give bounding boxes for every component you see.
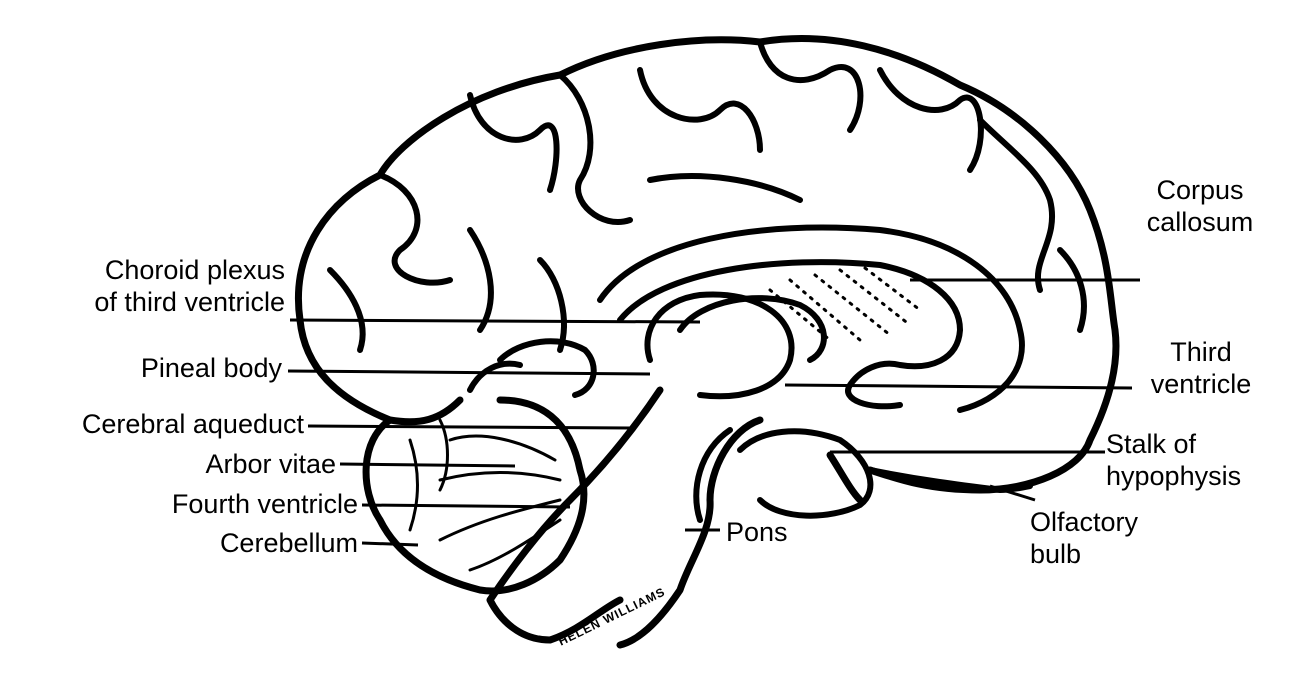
gyrus-fold — [467, 92, 560, 193]
label-arbor-vitae: Arbor vitae — [90, 448, 336, 480]
arbor-vitae-branch — [468, 518, 562, 572]
label-pineal-body: Pineal body — [60, 352, 282, 384]
arbor-vitae-branch — [438, 471, 562, 482]
leader-arbor — [339, 462, 516, 468]
leader-olfactory — [989, 484, 1036, 502]
label-line: Cerebral aqueduct — [81, 409, 304, 439]
label-line: Stalk of — [1106, 429, 1197, 459]
label-line: hypophysis — [1106, 461, 1242, 491]
cerebellum-upper — [497, 338, 597, 398]
cerebrum-outline — [295, 35, 1120, 494]
label-cerebellum: Cerebellum — [120, 527, 358, 559]
brainstem-front — [616, 416, 764, 649]
gyrus-fold — [327, 267, 366, 353]
label-line: ventricle — [1150, 369, 1252, 399]
label-cerebral-aqueduct: Cerebral aqueduct — [10, 408, 304, 440]
choroid-hatch — [863, 266, 922, 312]
label-line: Pons — [726, 517, 788, 547]
leader-aqueduct — [307, 424, 631, 430]
label-stalk-of-hypophysis: Stalk of hypophysis — [1106, 428, 1286, 492]
gyrus-fold — [1057, 247, 1087, 333]
choroid-hatch — [813, 273, 892, 337]
label-pons: Pons — [726, 516, 816, 548]
cerebellum-outline — [362, 396, 588, 595]
fornix-arc — [677, 295, 827, 363]
leader-third — [784, 383, 1133, 390]
hypothalamus-outline — [737, 428, 874, 519]
label-third-ventricle: Third ventricle — [1136, 336, 1266, 400]
label-line: callosum — [1146, 207, 1254, 237]
label-choroid-plexus: Choroid plexus of third ventricle — [40, 254, 285, 318]
gyrus-fold — [647, 173, 803, 203]
label-line: Fourth ventricle — [171, 489, 358, 519]
label-fourth-ventricle: Fourth ventricle — [100, 488, 358, 520]
label-line: Corpus — [1156, 175, 1244, 205]
label-line: Arbor vitae — [205, 449, 336, 479]
choroid-hatch — [788, 278, 862, 342]
gyrus-fold — [977, 117, 1055, 293]
gyrus-fold — [637, 67, 763, 153]
gyrus-fold — [877, 67, 984, 173]
choroid-hatch — [768, 288, 832, 342]
pituitary-stalk — [826, 451, 864, 504]
leader-pineal — [287, 369, 651, 376]
choroid-hatch — [838, 268, 912, 327]
thalamus-outline — [644, 291, 795, 400]
pons-bulge — [693, 427, 733, 523]
label-corpus-callosum: Corpus callosum — [1145, 174, 1255, 238]
label-line: bulb — [1030, 539, 1082, 569]
label-line: Cerebellum — [219, 528, 358, 558]
gyrus-fold — [467, 227, 494, 333]
label-line: Pineal body — [140, 353, 282, 383]
label-line: Third — [1170, 337, 1232, 367]
gyrus-fold — [537, 257, 567, 353]
gyrus-fold — [377, 172, 453, 286]
arbor-vitae-branch — [448, 434, 557, 462]
arbor-vitae-branch — [438, 498, 562, 542]
cingulate-arc — [597, 224, 1025, 413]
label-line: of third ventricle — [94, 287, 285, 317]
cerebellum-upper — [467, 360, 523, 393]
label-olfactory-bulb: Olfactory bulb — [1030, 506, 1180, 570]
leader-cerebellum — [361, 541, 419, 547]
gyrus-fold — [557, 72, 633, 225]
label-line: Olfactory — [1030, 507, 1139, 537]
gyrus-fold — [757, 39, 864, 133]
cerebellum-fold — [408, 438, 419, 532]
leader-choroid — [289, 318, 701, 324]
olfactory-tract — [867, 467, 1033, 493]
label-line: Choroid plexus — [104, 255, 285, 285]
leader-fourth — [361, 503, 571, 509]
cerebrum-lower-edge — [296, 316, 464, 426]
